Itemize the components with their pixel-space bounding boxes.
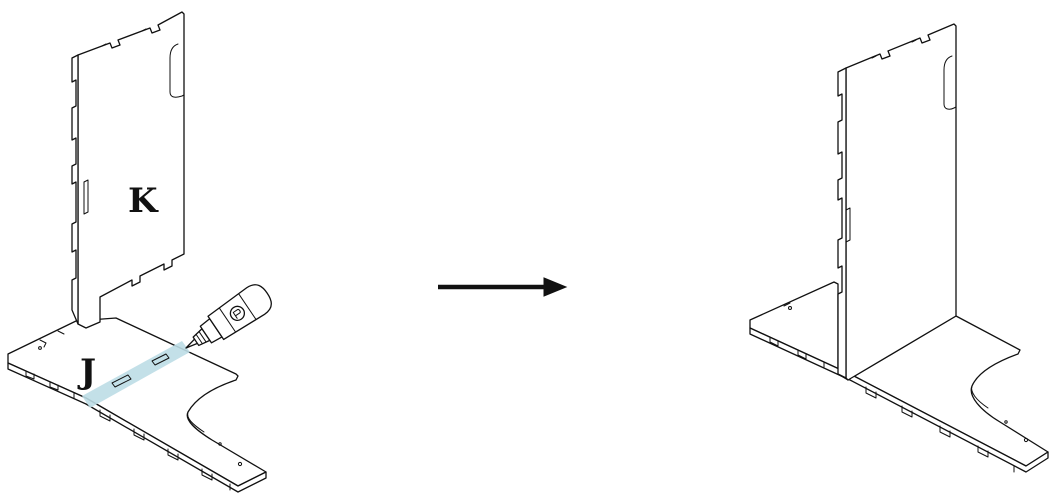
assembled-base-panel <box>749 281 1049 473</box>
assembled-upright-panel <box>837 23 957 381</box>
step-before: J K <box>7 11 272 493</box>
step-after <box>749 23 1049 473</box>
glue-strip <box>82 341 190 408</box>
base-panel-j: J <box>7 317 267 493</box>
slot-1 <box>111 374 132 388</box>
upright-panel-k: K <box>71 11 185 329</box>
glue-bottle-icon <box>185 284 272 349</box>
label-k: K <box>128 181 159 221</box>
slot-2 <box>151 353 170 366</box>
label-j: J <box>77 352 96 392</box>
right-arrow-icon <box>438 277 568 297</box>
